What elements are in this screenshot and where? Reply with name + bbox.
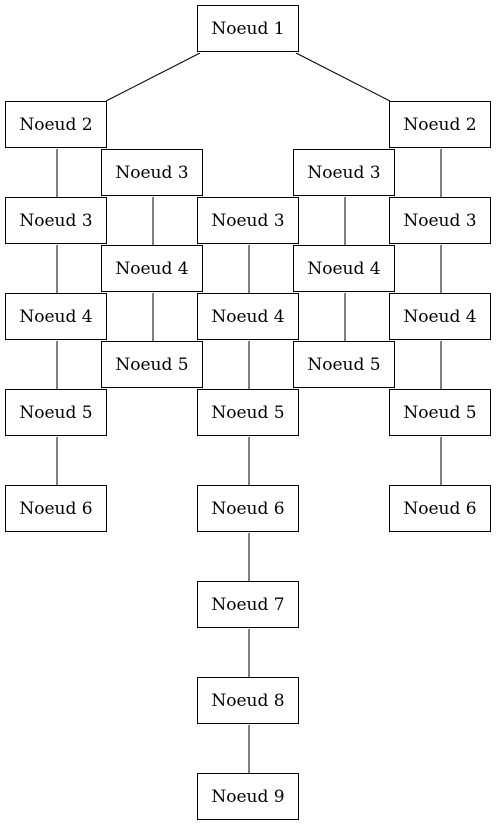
node-2-right: Noeud 2 [389, 101, 491, 148]
node-6-center: Noeud 6 [197, 485, 299, 532]
node-5-center: Noeud 5 [197, 389, 299, 436]
node-6-left: Noeud 6 [5, 485, 107, 532]
node-5-left: Noeud 5 [5, 389, 107, 436]
node-3-right: Noeud 3 [389, 197, 491, 244]
node-3-left: Noeud 3 [5, 197, 107, 244]
node-4-right: Noeud 4 [389, 293, 491, 340]
node-4-alt-left: Noeud 4 [101, 245, 203, 292]
node-6-right: Noeud 6 [389, 485, 491, 532]
node-3-alt-right: Noeud 3 [293, 149, 395, 196]
node-7: Noeud 7 [197, 581, 299, 628]
node-1: Noeud 1 [197, 5, 299, 52]
node-2-left: Noeud 2 [5, 101, 107, 148]
node-5-right: Noeud 5 [389, 389, 491, 436]
edge-n1-n2R [295, 52, 391, 102]
node-3-center: Noeud 3 [197, 197, 299, 244]
node-8: Noeud 8 [197, 677, 299, 724]
edge-n1-n2L [105, 52, 201, 102]
node-3-alt-left: Noeud 3 [101, 149, 203, 196]
node-5-alt-right: Noeud 5 [293, 341, 395, 388]
node-4-center: Noeud 4 [197, 293, 299, 340]
node-9: Noeud 9 [197, 773, 299, 820]
node-4-alt-right: Noeud 4 [293, 245, 395, 292]
node-5-alt-left: Noeud 5 [101, 341, 203, 388]
node-4-left: Noeud 4 [5, 293, 107, 340]
